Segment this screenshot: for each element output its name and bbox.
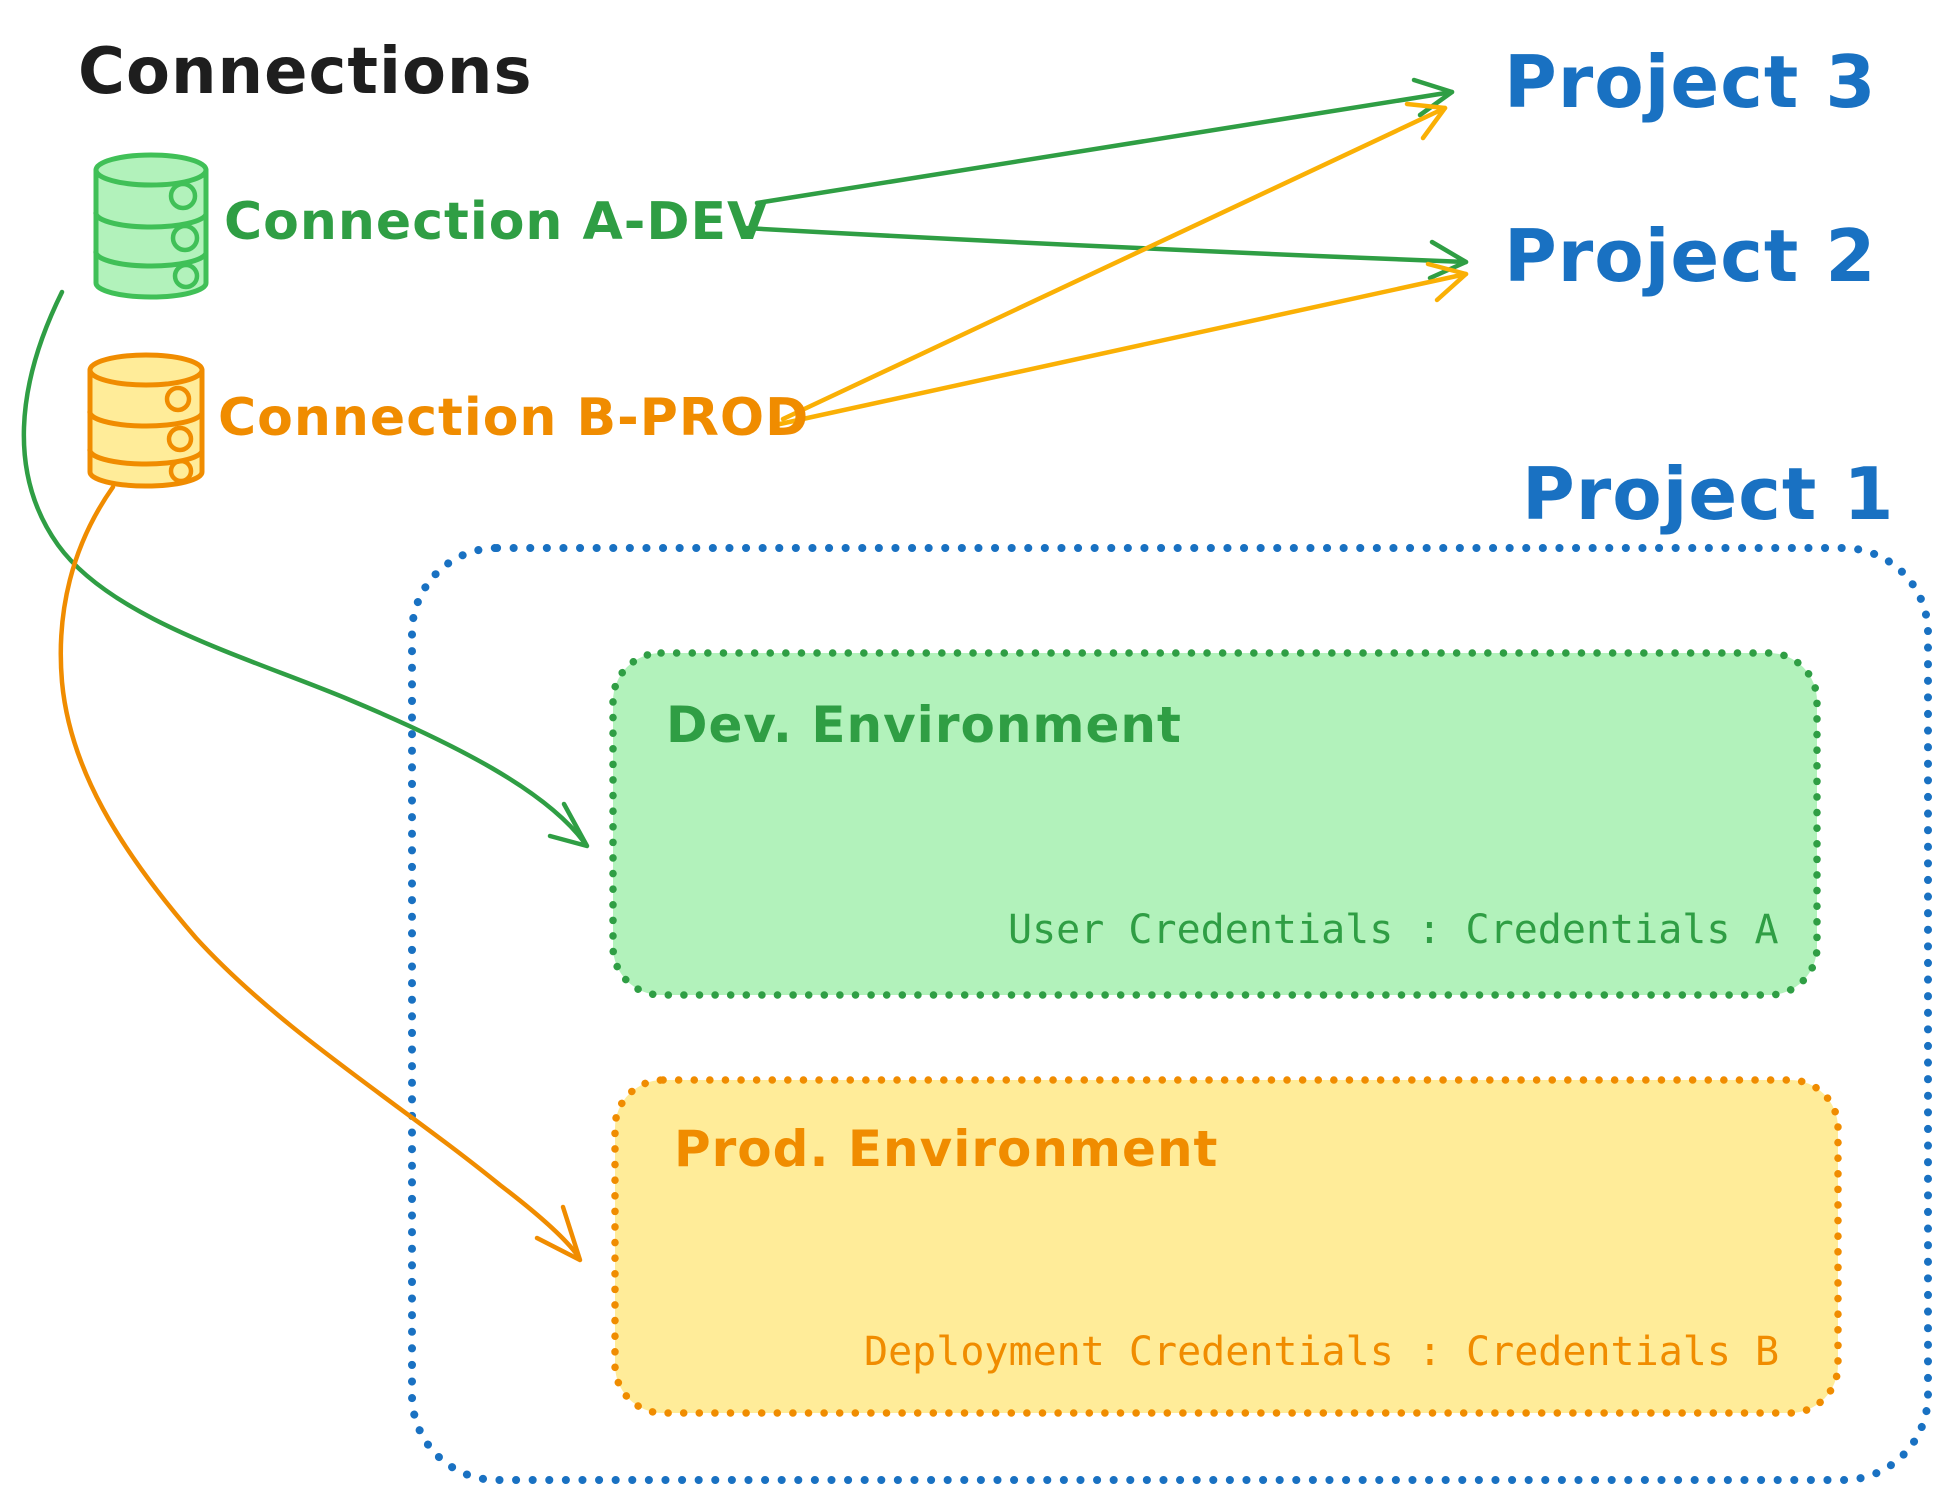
dev-credentials-text: User Credentials : Credentials A — [1008, 907, 1779, 953]
project-2-label: Project 2 — [1504, 214, 1877, 298]
prod-environment-label: Prod. Environment — [674, 1120, 1219, 1178]
project-1-box — [408, 544, 1932, 1484]
arrow-b-prod-to-prod-environment — [58, 484, 583, 1263]
prod-credentials-text: Deployment Credentials : Credentials B — [864, 1329, 1780, 1375]
connection-a-dev-label: Connection A-DEV — [224, 192, 769, 252]
dev-environment-box — [609, 649, 1821, 999]
prod-environment-box — [611, 1076, 1842, 1417]
project-3-label: Project 3 — [1504, 40, 1877, 124]
diagram-title: Connections — [78, 35, 533, 109]
arrow-a-dev-to-project-3 — [754, 77, 1455, 206]
database-icon-a-dev — [93, 152, 209, 300]
arrow-b-prod-to-project-3 — [780, 101, 1448, 422]
database-icon-b-prod — [87, 352, 205, 489]
arrow-b-prod-to-project-2 — [777, 261, 1469, 427]
project-1-label: Project 1 — [1522, 452, 1895, 536]
connection-b-prod-label: Connection B-PROD — [218, 388, 810, 448]
arrow-a-dev-to-project-2 — [742, 225, 1469, 281]
dev-environment-label: Dev. Environment — [666, 696, 1182, 754]
arrow-a-dev-to-dev-environment — [21, 289, 590, 849]
